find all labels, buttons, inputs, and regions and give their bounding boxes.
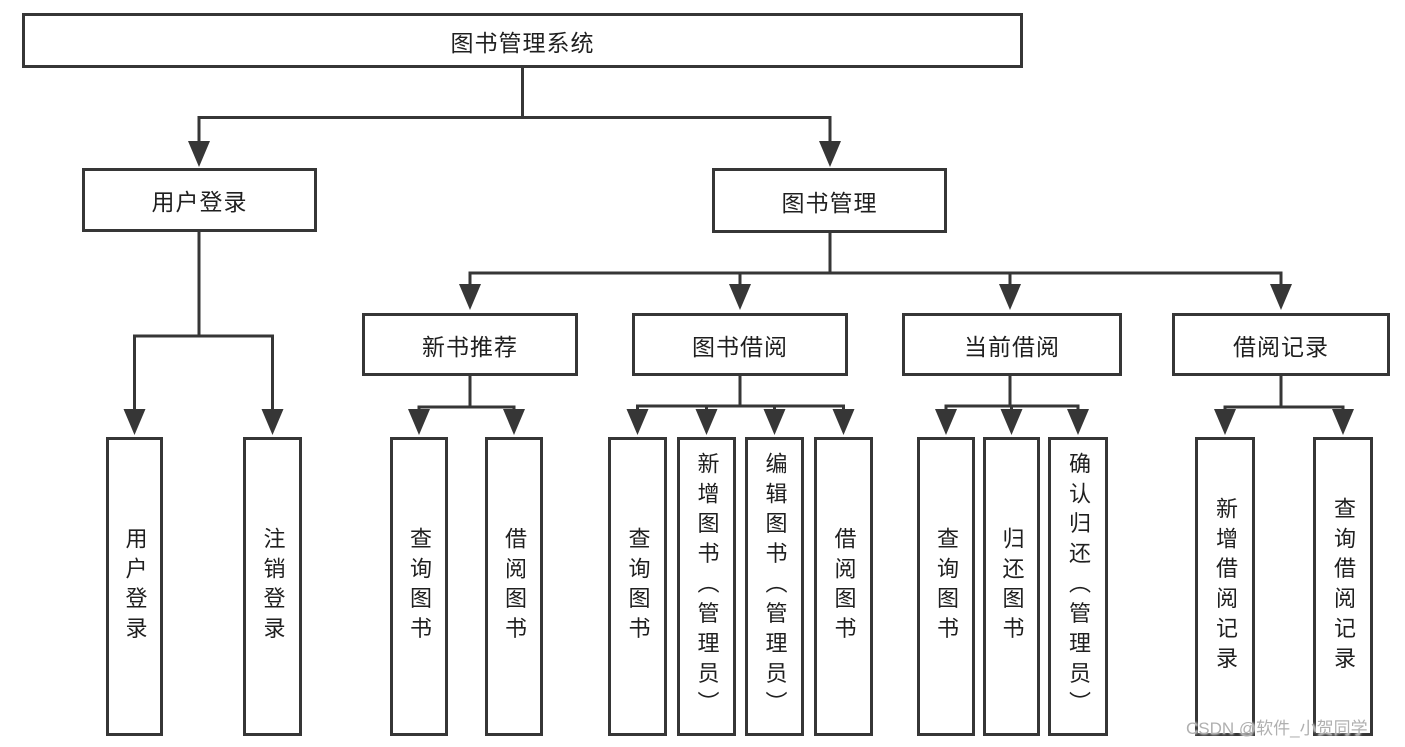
leaf-confirm-return-admin: 确认归还（管理员） (1048, 437, 1108, 736)
node-new-book-recommend-label: 新书推荐 (422, 333, 518, 360)
connector-book-borrow-children (626, 374, 855, 435)
leaf-recommend-query-book-label: 查询图书 (407, 526, 432, 647)
leaf-add-book-admin-label: 新增图书（管理员） (694, 451, 720, 722)
leaf-query-borrow-record-label: 查询借阅记录 (1331, 496, 1356, 677)
node-borrowing-records-label: 借阅记录 (1233, 333, 1329, 360)
leaf-logout-label: 注销登录 (260, 526, 286, 647)
node-new-book-recommend: 新书推荐 (362, 313, 578, 376)
connector-book-mgmt-children (459, 231, 1292, 310)
connector-user-login-children (123, 230, 284, 435)
node-book-borrowing-label: 图书借阅 (692, 333, 788, 360)
leaf-return-book: 归还图书 (983, 437, 1040, 736)
leaf-add-borrow-record: 新增借阅记录 (1195, 437, 1255, 736)
leaf-query-borrow-record: 查询借阅记录 (1313, 437, 1373, 736)
leaf-borrowing-query-book: 查询图书 (608, 437, 667, 736)
node-book-management: 图书管理 (712, 168, 947, 233)
leaf-add-book-admin: 新增图书（管理员） (677, 437, 736, 736)
node-book-management-label: 图书管理 (781, 189, 878, 216)
leaf-confirm-return-admin-label: 确认归还（管理员） (1066, 451, 1091, 722)
leaf-edit-book-admin: 编辑图书（管理员） (745, 437, 804, 736)
leaf-add-borrow-record-label: 新增借阅记录 (1213, 496, 1238, 677)
leaf-logout: 注销登录 (243, 437, 302, 736)
node-user-login-label: 用户登录 (151, 189, 248, 215)
node-borrowing-records: 借阅记录 (1172, 313, 1390, 376)
leaf-edit-book-admin-label: 编辑图书（管理员） (762, 451, 788, 722)
node-current-borrowing: 当前借阅 (902, 313, 1122, 376)
leaf-borrowing-query-book-label: 查询图书 (625, 526, 651, 647)
node-root-system-label: 图书管理系统 (450, 29, 595, 56)
node-root-system: 图书管理系统 (22, 13, 1023, 68)
csdn-watermark: CSDN @软件_小贺同学 (1186, 719, 1368, 738)
leaf-current-query-book-label: 查询图书 (934, 526, 959, 647)
node-user-login: 用户登录 (82, 168, 317, 232)
leaf-return-book-label: 归还图书 (999, 526, 1025, 647)
connector-new-book-rec-children (408, 374, 525, 435)
leaf-user-login: 用户登录 (106, 437, 163, 736)
connector-root-to-level2 (188, 66, 841, 167)
connector-borrow-records-children (1214, 374, 1354, 435)
connector-current-borrow-children (935, 374, 1089, 435)
leaf-recommend-borrow-book-label: 借阅图书 (502, 526, 527, 647)
node-book-borrowing: 图书借阅 (632, 313, 848, 376)
leaf-borrowing-borrow-book-label: 借阅图书 (831, 526, 857, 647)
leaf-borrowing-borrow-book: 借阅图书 (814, 437, 873, 736)
leaf-user-login-label: 用户登录 (122, 526, 148, 647)
leaf-recommend-query-book: 查询图书 (390, 437, 448, 736)
leaf-current-query-book: 查询图书 (917, 437, 975, 736)
node-current-borrowing-label: 当前借阅 (964, 333, 1060, 360)
leaf-recommend-borrow-book: 借阅图书 (485, 437, 543, 736)
